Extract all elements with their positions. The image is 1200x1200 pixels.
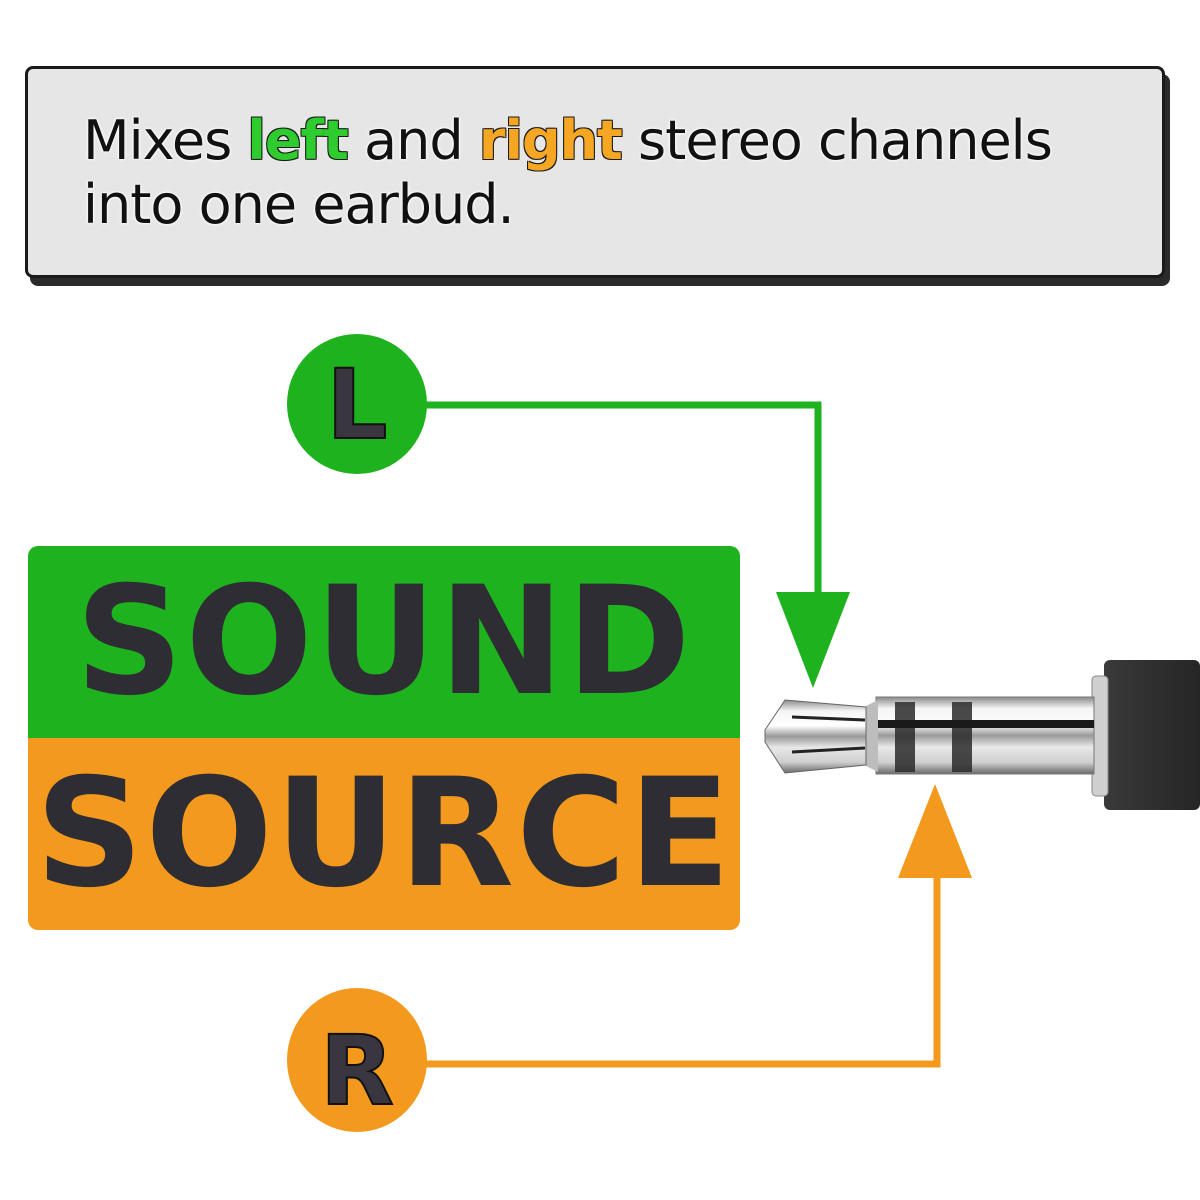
right-channel-line — [425, 872, 941, 1068]
right-arrowhead-icon — [898, 784, 972, 878]
right-channel-badge: R — [287, 988, 427, 1132]
plug-band — [876, 720, 1094, 728]
left-channel-connector — [425, 401, 850, 688]
left-arrowhead-icon — [776, 592, 850, 688]
plug-ring-2 — [952, 702, 972, 772]
right-channel-letter: R — [320, 1015, 394, 1127]
caption-line2: into one earbud. — [83, 173, 515, 236]
plug-tip — [764, 699, 867, 774]
caption-suffix: stereo channels — [621, 109, 1053, 172]
caption-text: Mixes left and right stereo channels into… — [83, 109, 1142, 237]
plug-tip-groove-1 — [791, 715, 866, 722]
left-channel-letter: L — [326, 349, 387, 461]
right-channel-circle — [287, 988, 427, 1132]
right-channel-connector — [425, 784, 972, 1068]
sound-source-block: SOUND SOURCE — [28, 546, 740, 930]
plug-neck — [866, 700, 878, 772]
plug-ring-1 — [895, 702, 915, 772]
left-channel-badge: L — [287, 334, 427, 474]
left-channel-line — [425, 401, 822, 600]
sound-source-top-band: SOUND — [28, 546, 740, 738]
source-label: SOURCE — [35, 747, 733, 921]
sound-label: SOUND — [75, 555, 693, 729]
plug-tip-groove-2 — [791, 746, 866, 754]
caption-prefix: Mixes — [83, 109, 248, 172]
caption-left-word: left — [247, 109, 348, 172]
audio-jack-plug-icon — [764, 660, 1200, 810]
caption-box: Mixes left and right stereo channels into… — [25, 66, 1165, 278]
caption-right-word: right — [478, 109, 623, 172]
sound-source-bottom-band: SOURCE — [28, 738, 740, 930]
left-channel-circle — [287, 334, 427, 474]
caption-middle: and — [347, 109, 479, 172]
plug-grip — [1104, 660, 1200, 810]
